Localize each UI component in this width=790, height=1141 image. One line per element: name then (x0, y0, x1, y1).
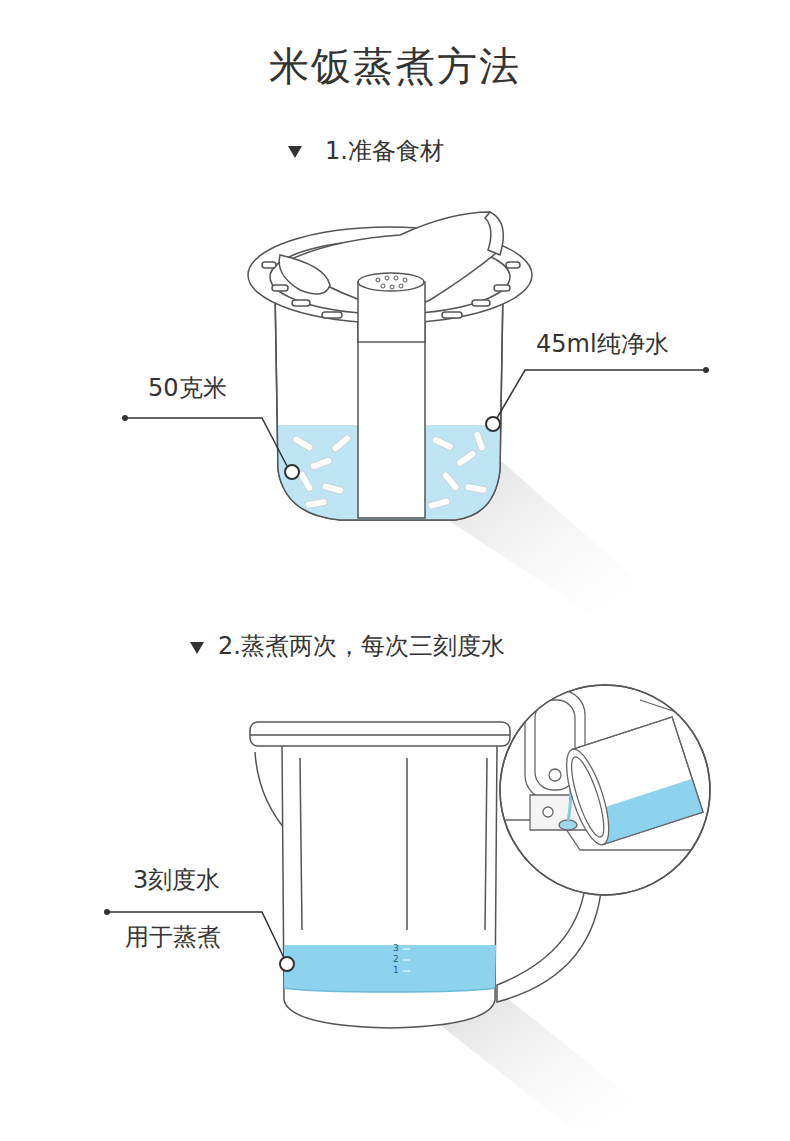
callout-label: 45ml纯净水 (536, 330, 669, 359)
leader-end (122, 415, 128, 421)
section-marker (288, 146, 302, 158)
scale-number: 1 (393, 965, 399, 976)
callout-dot (486, 417, 500, 431)
callout-dot (280, 957, 294, 971)
shadow (440, 460, 660, 620)
section-heading: 1.准备食材 (325, 137, 444, 166)
scale-number: 2 (393, 954, 399, 965)
section-marker (190, 642, 204, 654)
scale-number: 3 (393, 943, 399, 954)
leader-end (104, 909, 110, 915)
page-title: 米饭蒸煮方法 (0, 42, 790, 90)
callout-label: 用于蒸煮 (125, 923, 221, 952)
leader-line (107, 912, 284, 958)
leader-end (703, 367, 709, 373)
callout-dot (285, 465, 299, 479)
detail-magnifier (500, 685, 710, 895)
steaming-cup (248, 212, 532, 520)
section-heading: 2.蒸煮两次，每次三刻度水 (218, 632, 505, 661)
leader-line (125, 370, 706, 466)
callout-label: 3刻度水 (133, 866, 220, 895)
callout-label: 50克米 (148, 374, 227, 403)
